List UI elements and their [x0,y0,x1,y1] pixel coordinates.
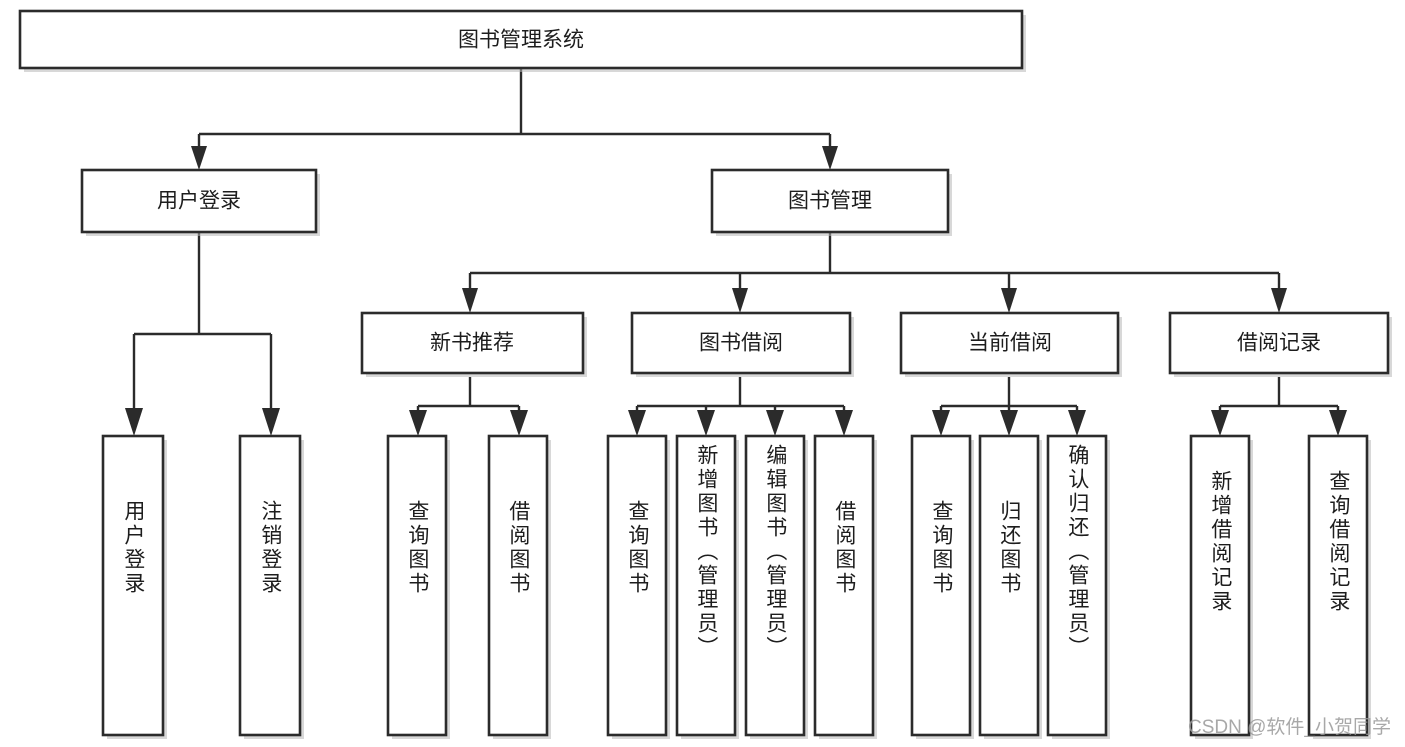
arrow-head-newbook-0 [409,410,427,436]
level2-node-book-management-label: 图书管理 [788,190,872,213]
connector-layer [125,69,1347,436]
leaf-node-new-book-borrow[interactable] [487,434,549,737]
arrow-head-level3-0 [462,288,478,313]
level3-node-new-book-recommend[interactable] [360,311,585,375]
level2-node-book-management[interactable] [710,168,950,234]
arrow-head-bookborrow-1 [697,410,715,436]
arrow-head-currentborrow-0 [932,410,950,436]
leaf-node-book-borrow-add[interactable] [675,434,737,737]
level3-node-current-borrow-label: 当前借阅 [968,332,1052,355]
leaf-node-user-login-logout[interactable] [238,434,302,737]
arrow-head-level2-1 [822,146,838,170]
arrow-head-level3-1 [732,288,748,313]
leaf-node-book-borrow-query[interactable] [606,434,668,737]
arrow-head-userlogin-0 [125,408,143,436]
arrow-head-bookborrow-2 [766,410,784,436]
level3-node-borrow-record-label: 借阅记录 [1237,332,1321,355]
arrow-head-userlogin-1 [262,408,280,436]
leaf-node-book-borrow-borrow[interactable] [813,434,875,737]
leaf-node-current-borrow-query[interactable] [910,434,972,737]
level3-node-new-book-recommend-label: 新书推荐 [430,332,514,355]
leaf-node-user-login-login[interactable] [101,434,165,737]
arrow-head-borrowrecord-1 [1329,410,1347,436]
arrow-head-borrowrecord-0 [1211,410,1229,436]
leaf-node-borrow-record-query[interactable] [1307,434,1369,737]
leaf-node-current-borrow-confirm[interactable] [1046,434,1108,737]
level3-node-book-borrow[interactable] [630,311,852,375]
leaf-node-book-borrow-edit[interactable] [744,434,806,737]
arrow-head-level3-3 [1271,288,1287,313]
leaf-node-new-book-query[interactable] [386,434,448,737]
arrow-head-newbook-1 [510,410,528,436]
root-node-label: 图书管理系统 [458,29,584,52]
arrow-head-currentborrow-1 [1000,410,1018,436]
arrow-head-level2-0 [191,146,207,170]
arrow-head-bookborrow-0 [628,410,646,436]
level2-node-user-login-label: 用户登录 [157,190,241,213]
root-node[interactable] [18,9,1024,70]
arrow-head-bookborrow-3 [835,410,853,436]
level3-node-current-borrow[interactable] [899,311,1120,375]
arrow-head-currentborrow-2 [1068,410,1086,436]
arrow-head-level3-2 [1001,288,1017,313]
leaf-node-borrow-record-add[interactable] [1189,434,1251,737]
node-layer: 图书管理系统 用户登录 图书管理 新书推荐 图书借阅 当前借阅 借阅记录 [18,9,1392,739]
leaf-node-current-borrow-return[interactable] [978,434,1040,737]
level2-node-user-login[interactable] [80,168,318,234]
level3-node-borrow-record[interactable] [1168,311,1390,375]
level3-node-book-borrow-label: 图书借阅 [699,332,783,355]
